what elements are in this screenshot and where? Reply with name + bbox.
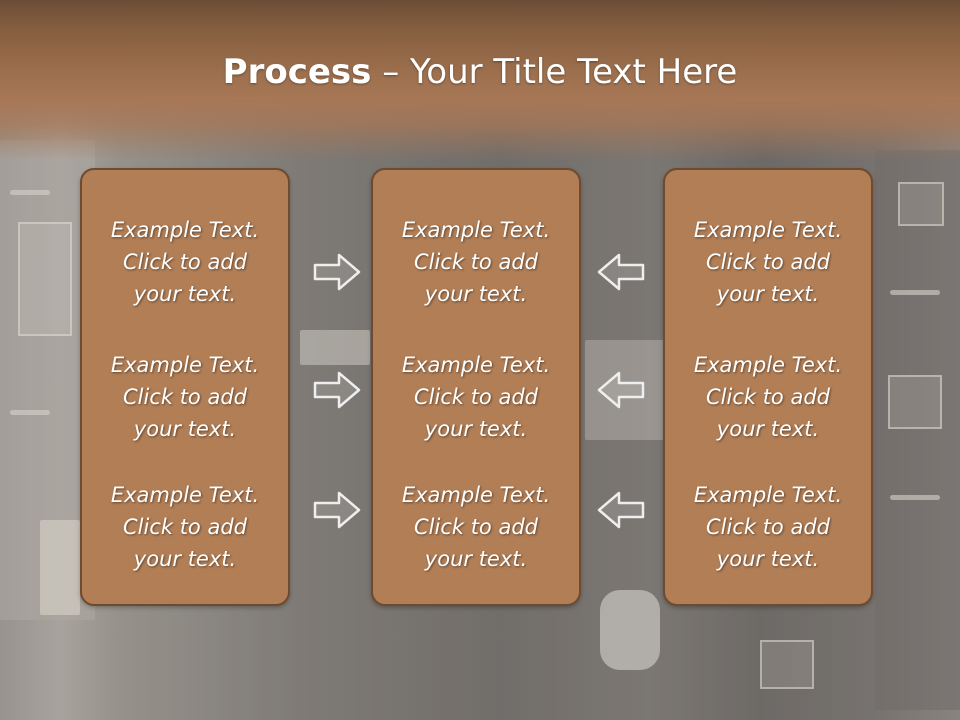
text-block[interactable]: Example Text. Click to add your text.	[665, 479, 871, 575]
cabinet-label	[898, 182, 944, 226]
text-line: Click to add	[705, 250, 830, 274]
arrow-right-icon	[313, 491, 361, 529]
filing-cabinet-right	[875, 150, 960, 710]
cabinet-drawer	[18, 222, 72, 336]
title-band	[0, 0, 960, 160]
title-rest: Your Title Text Here	[410, 52, 738, 92]
text-line: Example Text.	[401, 218, 551, 242]
text-line: your text.	[716, 417, 820, 441]
process-box-1[interactable]: Example Text. Click to add your text. Ex…	[80, 168, 290, 606]
text-line: Click to add	[122, 385, 247, 409]
text-line: Click to add	[705, 515, 830, 539]
text-line: Click to add	[413, 250, 538, 274]
process-box-3[interactable]: Example Text. Click to add your text. Ex…	[663, 168, 873, 606]
text-line: Click to add	[705, 385, 830, 409]
text-line: Example Text.	[693, 483, 843, 507]
title-dash: –	[371, 52, 411, 92]
arrow-right-icon	[313, 253, 361, 291]
text-block[interactable]: Example Text. Click to add your text.	[373, 479, 579, 575]
text-line: your text.	[716, 282, 820, 306]
text-block[interactable]: Example Text. Click to add your text.	[373, 349, 579, 445]
text-line: Click to add	[413, 385, 538, 409]
text-line: Example Text.	[110, 483, 260, 507]
text-line: your text.	[424, 547, 528, 571]
arrow-right-icon	[313, 371, 361, 409]
text-line: your text.	[424, 417, 528, 441]
text-line: Example Text.	[110, 218, 260, 242]
arrow-left-icon	[597, 491, 645, 529]
text-block[interactable]: Example Text. Click to add your text.	[665, 214, 871, 310]
text-block[interactable]: Example Text. Click to add your text.	[373, 214, 579, 310]
folder	[40, 520, 80, 615]
text-line: your text.	[133, 547, 237, 571]
text-line: Example Text.	[693, 218, 843, 242]
cabinet-label	[888, 375, 942, 429]
cabinet-handle	[890, 290, 940, 295]
arrow-left-icon	[597, 253, 645, 291]
paper	[300, 330, 370, 365]
text-line: Example Text.	[401, 483, 551, 507]
cabinet-label	[760, 640, 814, 689]
cabinet-handle	[10, 410, 50, 415]
text-block[interactable]: Example Text. Click to add your text.	[82, 479, 288, 575]
text-line: your text.	[424, 282, 528, 306]
text-line: your text.	[133, 282, 237, 306]
process-box-2[interactable]: Example Text. Click to add your text. Ex…	[371, 168, 581, 606]
text-line: Example Text.	[110, 353, 260, 377]
page-title[interactable]: Process – Your Title Text Here	[0, 52, 960, 92]
text-line: Example Text.	[693, 353, 843, 377]
cabinet-handle	[890, 495, 940, 500]
text-block[interactable]: Example Text. Click to add your text.	[82, 349, 288, 445]
text-line: your text.	[133, 417, 237, 441]
text-line: Example Text.	[401, 353, 551, 377]
crumpled-paper	[600, 590, 660, 670]
arrow-left-icon	[597, 371, 645, 409]
text-line: your text.	[716, 547, 820, 571]
text-block[interactable]: Example Text. Click to add your text.	[665, 349, 871, 445]
text-line: Click to add	[122, 250, 247, 274]
cabinet-handle	[10, 190, 50, 195]
text-line: Click to add	[413, 515, 538, 539]
title-bold: Process	[222, 52, 372, 92]
text-line: Click to add	[122, 515, 247, 539]
text-block[interactable]: Example Text. Click to add your text.	[82, 214, 288, 310]
